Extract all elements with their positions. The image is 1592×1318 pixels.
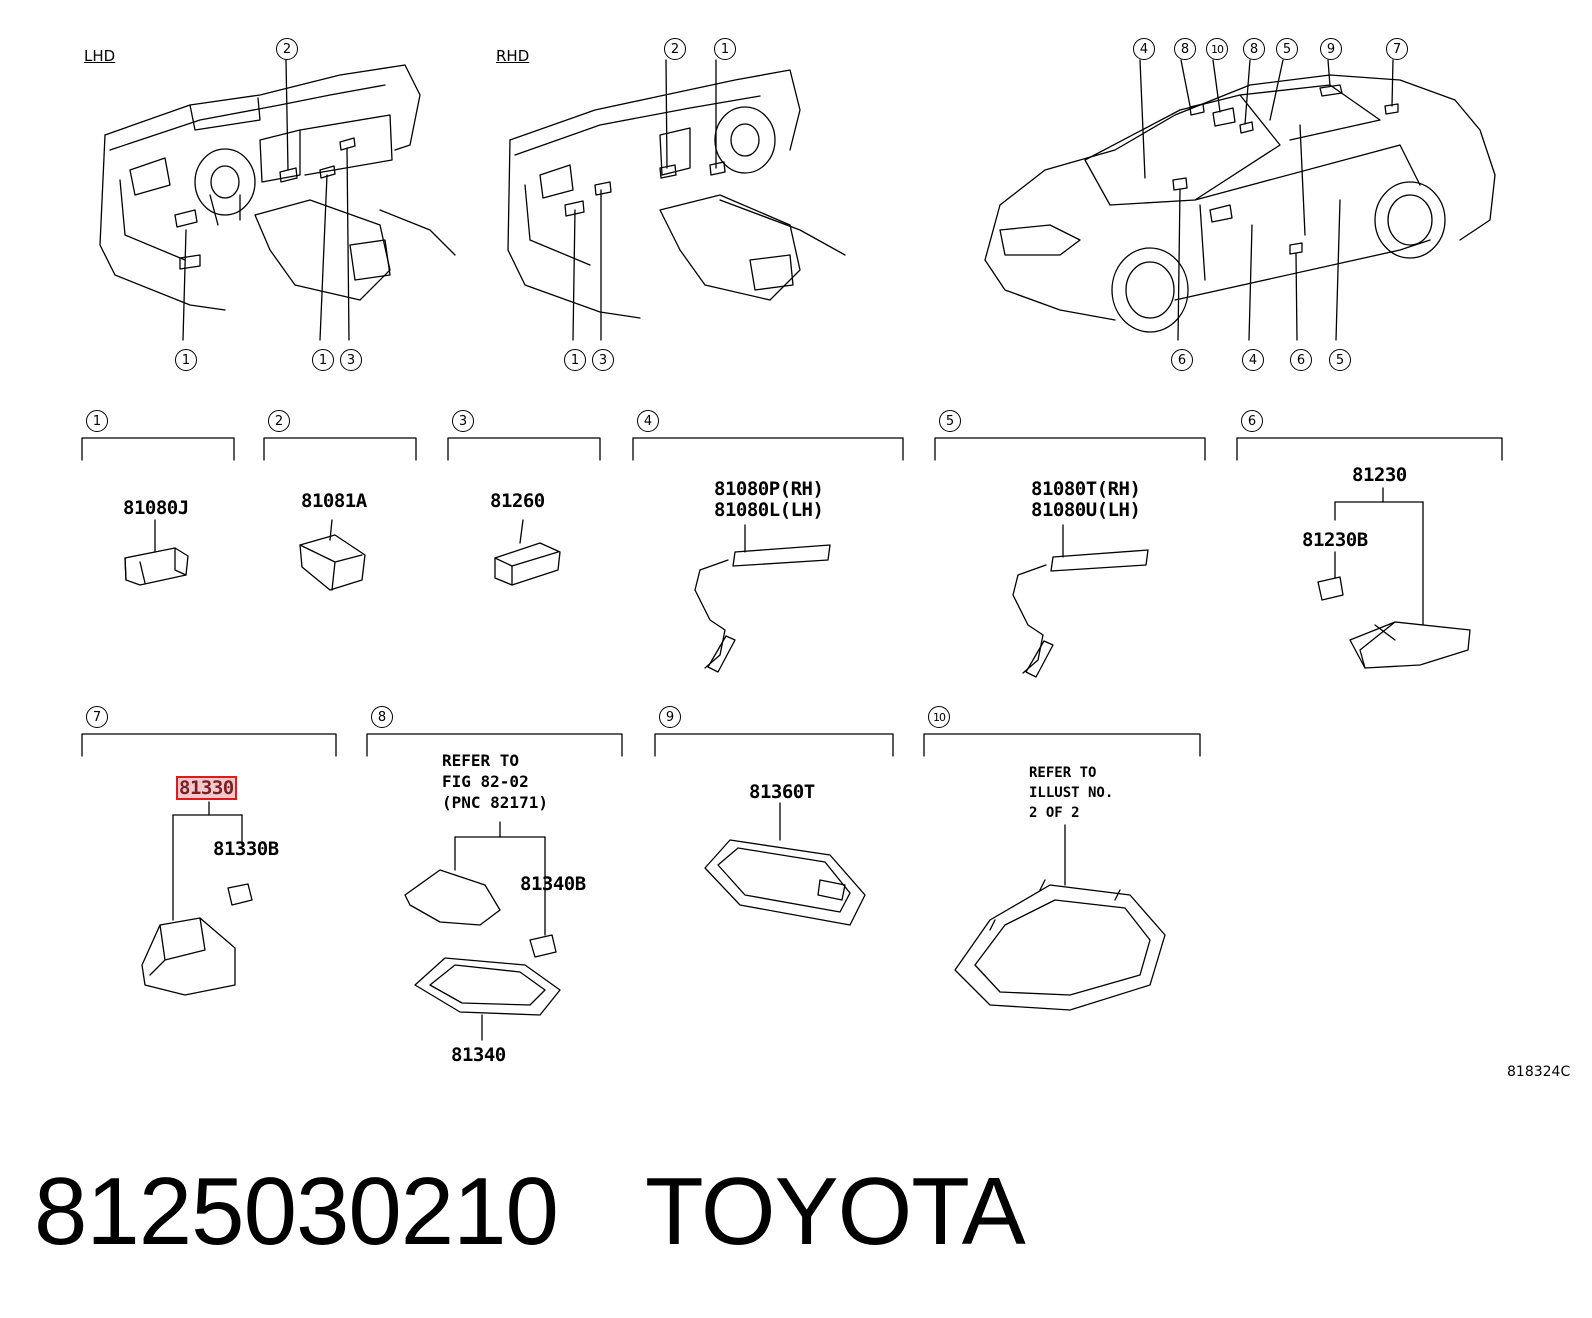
rhd-dashboard-illustration bbox=[507, 59, 846, 341]
part-overhead-console-drawing bbox=[954, 824, 1166, 1011]
section-2-number: 2 bbox=[268, 410, 290, 432]
section-10-number: 10 bbox=[928, 706, 950, 728]
car-callout: 4 bbox=[1133, 38, 1155, 60]
car-callout: 6 bbox=[1290, 349, 1312, 371]
part-number[interactable]: 81080P(RH) bbox=[714, 478, 824, 500]
part-81340-drawing bbox=[404, 821, 561, 1041]
footer-part-number: 8125030210 bbox=[34, 1158, 559, 1265]
part-number[interactable]: 81340 bbox=[451, 1044, 506, 1066]
car-callout: 8 bbox=[1174, 38, 1196, 60]
rhd-callout: 1 bbox=[714, 38, 736, 60]
part-number[interactable]: 81340B bbox=[520, 873, 586, 895]
lhd-callout: 3 bbox=[340, 349, 362, 371]
car-callout: 4 bbox=[1242, 349, 1264, 371]
part-number[interactable]: 81081A bbox=[301, 490, 367, 512]
part-81081A-drawing bbox=[299, 519, 366, 591]
part-81330-drawing bbox=[141, 801, 253, 996]
refer-note-section-10: REFER TO ILLUST NO. 2 OF 2 bbox=[1029, 765, 1114, 821]
part-number[interactable]: 81330B bbox=[213, 838, 279, 860]
part-81080T-drawing bbox=[1012, 524, 1149, 678]
section-7-number: 7 bbox=[86, 706, 108, 728]
part-number[interactable]: 81080L(LH) bbox=[714, 499, 824, 521]
car-callout: 5 bbox=[1276, 38, 1298, 60]
section-5-number: 5 bbox=[939, 410, 961, 432]
car-callout: 8 bbox=[1243, 38, 1265, 60]
car-callout: 6 bbox=[1171, 349, 1193, 371]
car-callout: 7 bbox=[1386, 38, 1408, 60]
part-81360T-drawing bbox=[704, 802, 866, 926]
part-number[interactable]: 81080J bbox=[123, 497, 189, 519]
car-callout: 5 bbox=[1329, 349, 1351, 371]
refer-note-section-8: REFER TO FIG 82-02 (PNC 82171) bbox=[442, 751, 548, 812]
section-4-number: 4 bbox=[637, 410, 659, 432]
section-3-number: 3 bbox=[452, 410, 474, 432]
section-6-number: 6 bbox=[1241, 410, 1263, 432]
car-callout: 9 bbox=[1320, 38, 1342, 60]
section-8-number: 8 bbox=[371, 706, 393, 728]
part-81080P-drawing bbox=[694, 524, 831, 673]
part-number[interactable]: 81260 bbox=[490, 490, 545, 512]
section-9-number: 9 bbox=[659, 706, 681, 728]
part-81260-drawing bbox=[494, 519, 561, 586]
car-illustration bbox=[984, 59, 1496, 341]
section-brackets-row-1 bbox=[81, 437, 1503, 461]
footer-brand: TOYOTA bbox=[645, 1158, 1026, 1265]
part-number[interactable]: 81230B bbox=[1302, 529, 1368, 551]
part-81230-drawing bbox=[1317, 487, 1471, 669]
part-81080J-drawing bbox=[124, 519, 189, 586]
rhd-callout: 3 bbox=[592, 349, 614, 371]
rhd-callout: 2 bbox=[664, 38, 686, 60]
section-brackets-row-2 bbox=[81, 733, 1201, 757]
rhd-callout: 1 bbox=[564, 349, 586, 371]
lhd-callout: 2 bbox=[276, 38, 298, 60]
car-callout: 10 bbox=[1206, 38, 1228, 60]
lhd-callout: 1 bbox=[175, 349, 197, 371]
illustration-code: 818324C bbox=[1507, 1064, 1571, 1080]
rhd-view-label: RHD bbox=[496, 47, 530, 65]
part-number[interactable]: 81080U(LH) bbox=[1031, 499, 1141, 521]
lhd-dashboard-illustration bbox=[99, 59, 456, 341]
part-number-highlighted[interactable]: 81330 bbox=[176, 776, 237, 800]
lhd-view-label: LHD bbox=[84, 47, 116, 65]
part-number[interactable]: 81360T bbox=[749, 781, 815, 803]
section-1-number: 1 bbox=[86, 410, 108, 432]
part-number[interactable]: 81080T(RH) bbox=[1031, 478, 1141, 500]
part-number[interactable]: 81230 bbox=[1352, 464, 1407, 486]
lhd-callout: 1 bbox=[312, 349, 334, 371]
